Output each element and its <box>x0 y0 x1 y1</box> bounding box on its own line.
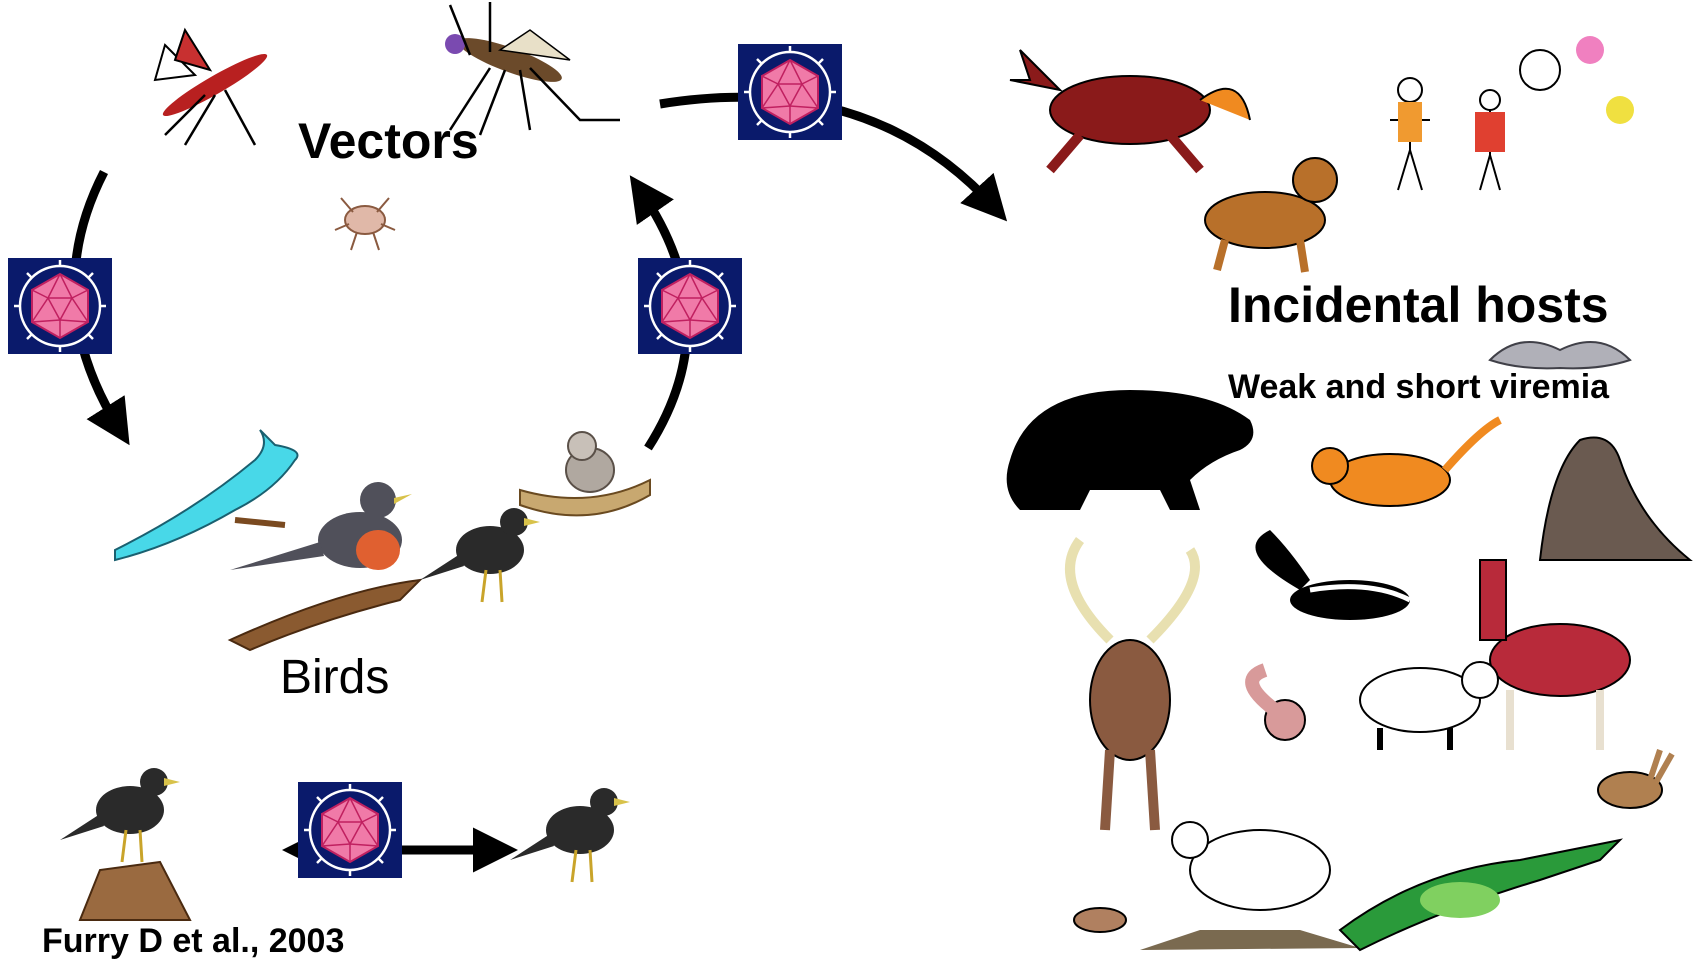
citation: Furry D et al., 2003 <box>42 922 344 961</box>
virus-particle-icon <box>738 44 842 140</box>
tick-icon <box>335 198 395 250</box>
bat-icon <box>1490 342 1630 368</box>
dog-icon <box>1205 158 1337 272</box>
virus-particle-icon <box>8 258 112 354</box>
chipmunk-icon <box>1074 908 1126 932</box>
squirrel-icon <box>1252 670 1305 740</box>
reindeer-icon <box>1070 540 1195 830</box>
incidental-hosts-label: Incidental hosts <box>1228 276 1609 334</box>
blue-jay-icon <box>115 430 298 560</box>
virus-particle-icon <box>298 782 402 878</box>
crow-icon <box>510 788 630 882</box>
mountain-goat-icon <box>1140 822 1360 950</box>
tiger-cat-icon <box>1312 420 1500 506</box>
rabbit-icon <box>1598 750 1672 808</box>
viremia-note: Weak and short viremia <box>1228 368 1609 407</box>
virus-particle-icon <box>638 258 742 354</box>
horse-icon <box>1010 50 1250 170</box>
alligator-icon <box>1340 840 1620 950</box>
robin-icon <box>230 482 420 650</box>
llama-icon <box>1480 560 1630 750</box>
walrus-icon <box>1540 438 1690 561</box>
vectors-label: Vectors <box>298 112 479 170</box>
mosquito-icon <box>155 30 271 145</box>
crow-icon <box>420 508 540 602</box>
crow-on-stump-icon <box>60 768 190 920</box>
family-drawing-icon <box>1390 36 1634 190</box>
sheep-icon <box>1360 662 1498 750</box>
skunk-icon <box>1255 530 1410 620</box>
kookaburra-icon <box>520 432 650 515</box>
birds-label: Birds <box>280 650 389 705</box>
bear-icon <box>1007 390 1254 510</box>
